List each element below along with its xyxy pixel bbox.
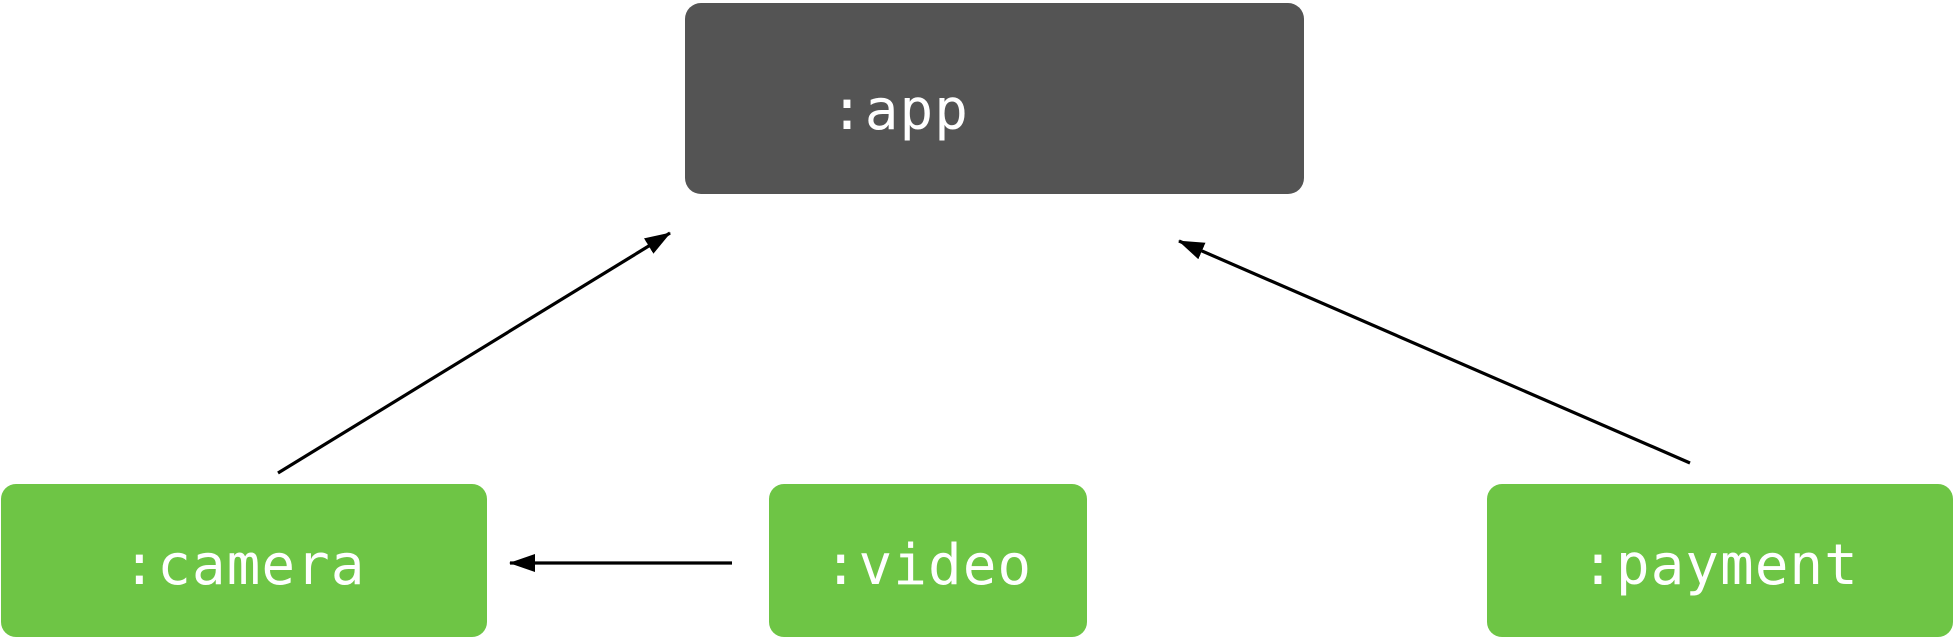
- node-app-label: :app: [830, 78, 969, 143]
- node-video-label: :video: [823, 533, 1033, 598]
- node-camera-label: :camera: [122, 533, 366, 598]
- edge-camera-to-app: [277, 231, 671, 475]
- node-camera: :camera: [1, 484, 487, 637]
- node-payment: :payment: [1487, 484, 1953, 637]
- node-payment-label: :payment: [1581, 533, 1859, 598]
- node-app: :app: [685, 3, 1304, 194]
- node-video: :video: [769, 484, 1087, 637]
- edge-payment-to-app: [1178, 239, 1691, 465]
